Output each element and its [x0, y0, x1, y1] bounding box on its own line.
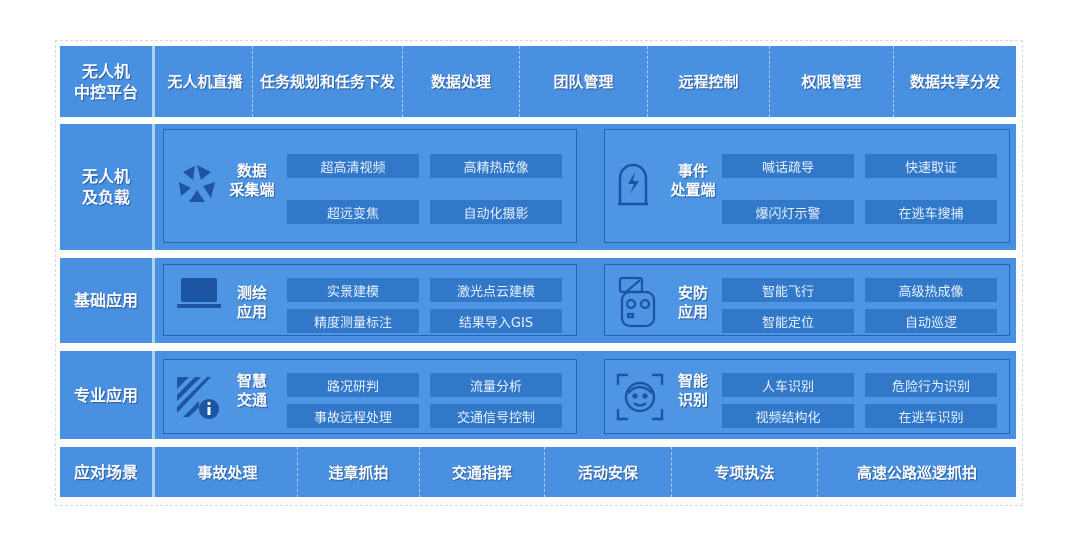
feature-chip: 智能飞行: [722, 278, 854, 302]
feature-chip: 爆闪灯示警: [722, 200, 854, 224]
panel-title: 智能 识别: [677, 372, 708, 409]
feature-chip: 高级热成像: [865, 278, 997, 302]
scenario-item: 违章抓拍: [298, 447, 420, 497]
feature-chip: 超远变焦: [287, 200, 419, 224]
scenario-items: 事故处理 违章抓拍 交通指挥 活动安保 专项执法 高速公路巡逻抓拍: [158, 447, 1016, 497]
aperture-icon: [175, 162, 219, 210]
row-label-text: 无人机 中控平台: [73, 61, 138, 102]
feature-chip: 在逃车识别: [865, 404, 997, 428]
feature-chip: 事故远程处理: [287, 404, 419, 428]
panel: [163, 129, 577, 243]
row-scenarios: 应对场景 事故处理 违章抓拍 交通指挥 活动安保 专项执法 高速公路巡逻抓拍: [60, 447, 1016, 497]
feature-chip: 激光点云建模: [430, 278, 562, 302]
feature-chip: 交通信号控制: [430, 404, 562, 428]
face-recognition-icon: [616, 373, 664, 425]
feature-chip: 路况研判: [287, 373, 419, 397]
platform-item: 数据处理: [403, 46, 520, 117]
diagram-frame: [55, 40, 1023, 506]
panel-title: 数据 采集端: [229, 162, 275, 199]
row-label: 应对场景: [60, 447, 155, 497]
feature-chip: 快速取证: [865, 154, 997, 178]
scenario-item: 高速公路巡逻抓拍: [856, 463, 977, 482]
platform-item: 数据共享分发: [909, 73, 1000, 91]
panel-title: 测绘 应用: [236, 284, 267, 321]
platform-item: 权限管理: [770, 46, 894, 117]
platform-item: 远程控制: [648, 46, 770, 117]
feature-chip: 危险行为识别: [865, 373, 997, 397]
row-label: 基础应用: [60, 258, 155, 343]
feature-chip: 精度测量标注: [287, 309, 419, 333]
feature-chip: 自动巡逻: [865, 309, 997, 333]
platform-items: 无人机直播 任务规划和任务下发 数据处理 团队管理 远程控制 权限管理 数据共享…: [158, 46, 1016, 117]
feature-chip: 实景建模: [287, 278, 419, 302]
row-label-text: 基础应用: [73, 291, 138, 310]
row-label: 无人机 及负载: [60, 124, 155, 250]
row-label: 无人机 中控平台: [60, 46, 155, 117]
feature-chip: 高精热成像: [430, 154, 562, 178]
remote-controller-icon: [616, 276, 660, 332]
row-label: 专业应用: [60, 351, 155, 439]
scenario-item: 专项执法: [672, 447, 818, 497]
platform-item: 任务规划和任务下发: [253, 46, 403, 117]
scenario-item: 活动安保: [545, 447, 672, 497]
panel-title: 智慧 交通: [236, 372, 267, 409]
row-control-platform: 无人机 中控平台 无人机直播 任务规划和任务下发 数据处理 团队管理 远程控制 …: [60, 46, 1016, 117]
lightning-device-icon: [616, 162, 650, 210]
feature-chip: 结果导入GIS: [430, 309, 562, 333]
feature-chip: 喊话疏导: [722, 154, 854, 178]
feature-chip: 视频结构化: [722, 404, 854, 428]
feature-chip: 在逃车搜捕: [865, 200, 997, 224]
row-label-text: 专业应用: [73, 385, 138, 405]
feature-chip: 自动化摄影: [430, 200, 562, 224]
feature-chip: 超高清视频: [287, 154, 419, 178]
panel-title: 事件 处置端: [670, 162, 716, 199]
scenario-item: 交通指挥: [420, 447, 545, 497]
scenario-item: 事故处理: [158, 447, 298, 497]
feature-chip: 流量分析: [430, 373, 562, 397]
feature-chip: 智能定位: [722, 309, 854, 333]
laptop-icon: [175, 276, 223, 314]
panel-title: 安防 应用: [677, 284, 708, 321]
traffic-info-icon: [175, 373, 223, 425]
platform-item: 团队管理: [520, 46, 648, 117]
feature-chip: 人车识别: [722, 373, 854, 397]
row-label-text: 应对场景: [73, 462, 138, 482]
row-label-text: 无人机 及负载: [81, 167, 130, 207]
platform-item: 无人机直播: [158, 46, 253, 117]
panel: [604, 129, 1010, 243]
